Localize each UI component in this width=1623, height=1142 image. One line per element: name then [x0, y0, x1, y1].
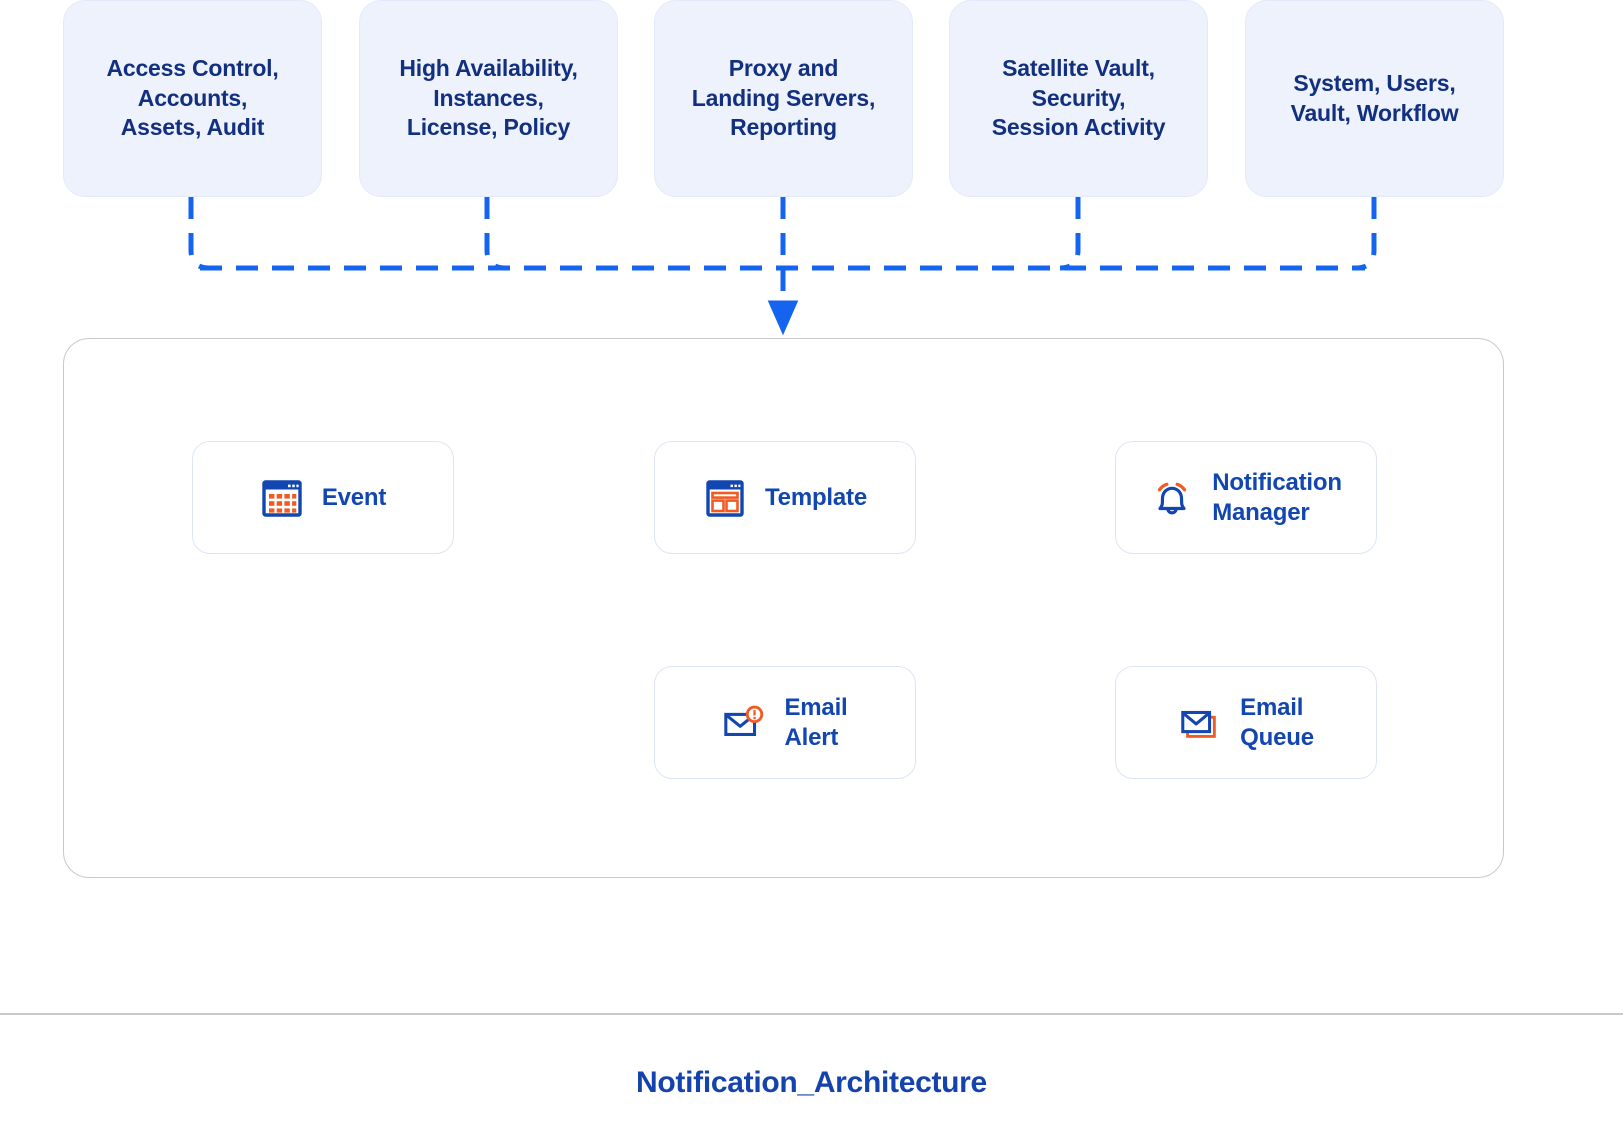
source-box-access-control[interactable]: Access Control, Accounts, Assets, Audit	[63, 0, 322, 197]
footer-divider	[0, 1013, 1623, 1015]
node-card-template[interactable]: Template	[654, 441, 916, 554]
bell-ringing-icon	[1150, 476, 1194, 520]
node-card-email-queue[interactable]: Email Queue	[1115, 666, 1377, 779]
page-title: Notification_Architecture	[636, 1066, 987, 1099]
source-box-label: High Availability, Instances, License, P…	[399, 54, 578, 141]
source-box-high-availability[interactable]: High Availability, Instances, License, P…	[359, 0, 618, 197]
calendar-grid-icon	[260, 476, 304, 520]
notification-subsystem-container	[63, 338, 1504, 878]
envelope-stack-icon	[1178, 701, 1222, 745]
connector-access-control-to-bus	[188, 197, 210, 271]
source-box-system-users[interactable]: System, Users, Vault, Workflow	[1245, 0, 1504, 197]
node-label-template: Template	[765, 483, 867, 511]
node-card-email-alert[interactable]: Email Alert	[654, 666, 916, 779]
connector-high-availability-to-bus	[484, 197, 506, 271]
connector-system-users-to-bus	[1355, 197, 1377, 271]
node-label-event: Event	[321, 483, 387, 511]
node-card-event[interactable]: Event	[192, 441, 454, 554]
node-card-notification-manager[interactable]: Notification Manager	[1115, 441, 1377, 554]
envelope-alert-icon	[722, 701, 766, 745]
source-box-label: Access Control, Accounts, Assets, Audit	[106, 54, 279, 141]
node-label-email-alert: Email Alert	[784, 694, 848, 751]
source-box-proxy-landing-servers[interactable]: Proxy and Landing Servers, Reporting	[654, 0, 913, 197]
source-box-label: Satellite Vault, Security, Session Activ…	[991, 54, 1166, 141]
template-window-icon	[703, 476, 747, 520]
connector-satellite-vault-to-bus	[1059, 197, 1081, 271]
source-box-label: Proxy and Landing Servers, Reporting	[691, 54, 876, 141]
node-label-email-queue: Email Queue	[1240, 694, 1314, 751]
node-label-notification-manager: Notification Manager	[1212, 469, 1342, 526]
source-box-satellite-vault[interactable]: Satellite Vault, Security, Session Activ…	[949, 0, 1208, 197]
source-box-label: System, Users, Vault, Workflow	[1290, 69, 1459, 126]
